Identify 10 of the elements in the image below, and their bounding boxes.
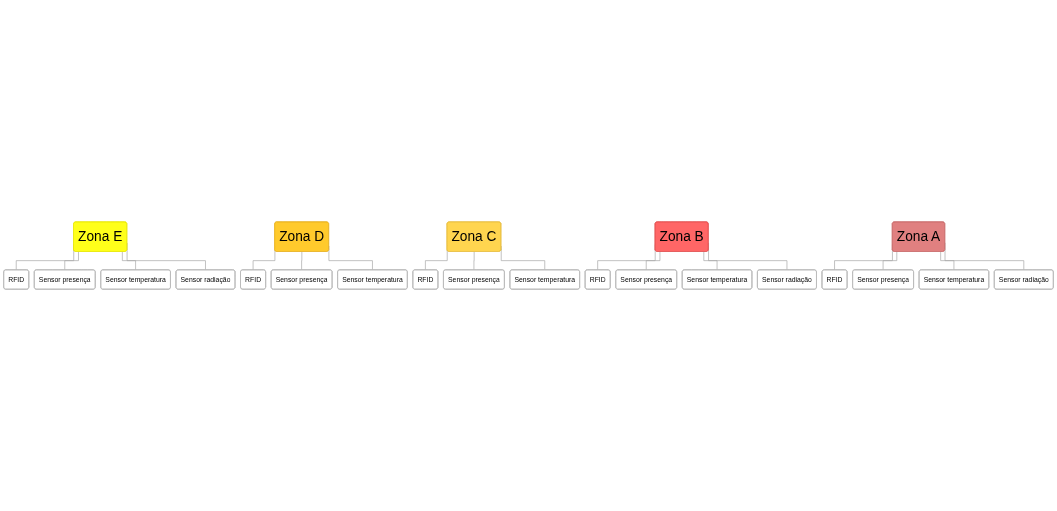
- connector: [882, 251, 898, 271]
- connector: [64, 251, 79, 271]
- connector: [645, 251, 661, 271]
- connector: [703, 251, 718, 271]
- connector: [122, 251, 137, 271]
- connector: [252, 249, 276, 271]
- connector: [940, 251, 955, 271]
- connector: [301, 251, 303, 271]
- connector: [473, 251, 475, 271]
- connector: [425, 249, 448, 271]
